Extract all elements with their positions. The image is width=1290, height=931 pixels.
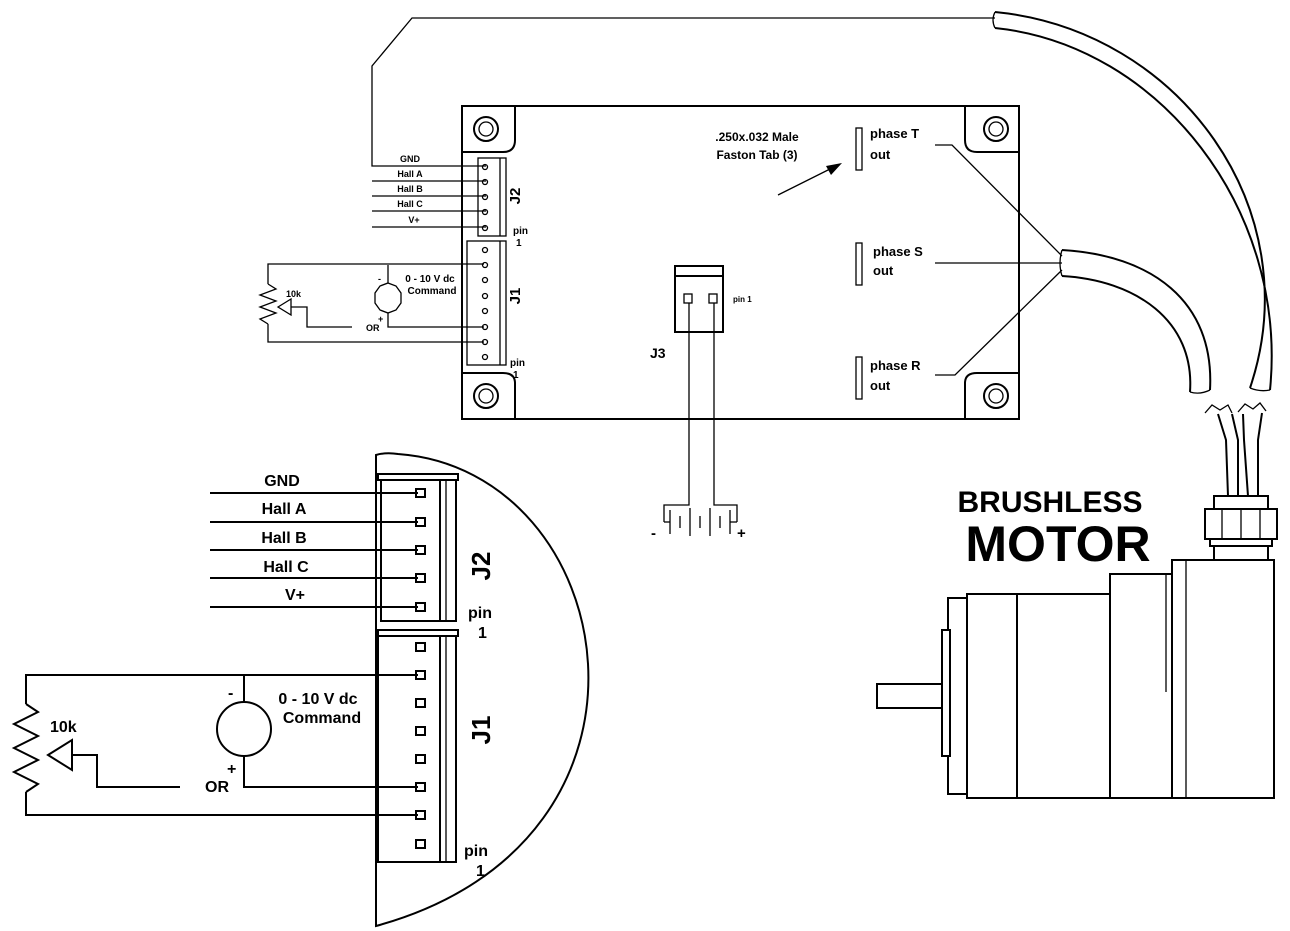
large-plus: +: [227, 761, 236, 778]
j3-label: J3: [650, 345, 666, 361]
controller-board: J2 pin 1 J1 pin 1 phase T out phase S ou…: [461, 105, 1020, 420]
small-j2-label: J2: [507, 188, 524, 205]
small-wire-gnd: GND: [400, 154, 421, 164]
detail-outline: [375, 452, 590, 928]
large-wire-hall-a: Hall A: [262, 501, 307, 518]
phase-t-out-label: out: [870, 147, 891, 162]
faston-label-line1: .250x.032 Male: [715, 130, 799, 144]
large-wire-vplus: V+: [285, 587, 305, 604]
battery-plus-label: +: [737, 525, 746, 542]
motor-title-line2: MOTOR: [965, 516, 1150, 572]
mount-hole-top-right: [964, 105, 1019, 153]
hall-cable: [992, 11, 1273, 392]
large-wire-hall-b: Hall B: [261, 530, 306, 547]
phase-s-out-label: out: [873, 263, 894, 278]
small-j1-pin-label: pin: [510, 358, 525, 369]
large-pot-label: 10k: [50, 719, 77, 736]
large-cmd-line2: Command: [283, 710, 361, 727]
j3-connector: [674, 265, 724, 333]
large-cmd-line1: 0 - 10 V dc: [278, 691, 357, 708]
phase-s-label: phase S: [873, 244, 923, 259]
small-j1-pin-number: 1: [513, 370, 519, 381]
faston-arrow-head: [826, 163, 842, 175]
small-pot-label: 10k: [286, 289, 302, 299]
faston-callout-arrow: [777, 167, 833, 196]
faston-tab-t: [855, 127, 863, 171]
small-j2-connector: [477, 157, 507, 237]
large-j2-label: J2: [466, 552, 496, 581]
small-or: OR: [366, 323, 380, 333]
large-j1-pin-number: 1: [476, 863, 485, 880]
phase-r-out-label: out: [870, 378, 891, 393]
motor-title-line1: BRUSHLESS: [957, 486, 1142, 519]
large-j1-pin-label: pin: [464, 843, 488, 860]
faston-label-line2: Faston Tab (3): [716, 148, 797, 162]
phase-r-label: phase R: [870, 358, 921, 373]
small-wire-hall-c: Hall C: [397, 199, 423, 209]
small-cmd-line1: 0 - 10 V dc: [405, 274, 455, 285]
j3-pin1-label: pin 1: [733, 295, 752, 304]
mount-hole-bottom-left: [462, 372, 516, 420]
brushless-motor: [876, 412, 1278, 799]
small-hall-wires: [371, 17, 995, 228]
small-j2-pin-number: 1: [516, 238, 522, 249]
faston-tab-s: [855, 242, 863, 286]
large-command-circuit: [11, 674, 418, 816]
large-j2-pin-label: pin: [468, 605, 492, 622]
battery-wires: [663, 303, 738, 522]
large-hall-wires: [210, 492, 418, 608]
large-or: OR: [205, 779, 229, 796]
small-plus: +: [378, 314, 383, 324]
small-j2-pin-label: pin: [513, 226, 528, 237]
large-wire-hall-c: Hall C: [263, 559, 309, 576]
small-cmd-line2: Command: [408, 286, 457, 297]
large-j2-pin-number: 1: [478, 625, 487, 642]
mount-hole-bottom-right: [964, 372, 1019, 420]
large-j1-label: J1: [466, 716, 496, 745]
large-wire-gnd: GND: [264, 473, 300, 490]
cable-break-ends: [1204, 402, 1267, 414]
small-wire-hall-b: Hall B: [397, 184, 423, 194]
large-j2-connector: [377, 473, 459, 622]
phase-t-label: phase T: [870, 126, 919, 141]
small-command-circuit: [258, 263, 484, 343]
phase-cable: [1059, 249, 1212, 394]
small-wire-hall-a: Hall A: [397, 169, 423, 179]
phase-wires: [935, 144, 1063, 376]
battery-symbol: [664, 508, 737, 536]
large-minus: -: [228, 685, 233, 702]
battery-minus-label: -: [651, 525, 656, 542]
faston-tab-r: [855, 356, 863, 400]
small-j1-label: J1: [507, 288, 524, 305]
small-minus: -: [378, 274, 381, 284]
mount-hole-top-left: [462, 105, 516, 153]
small-j1-connector: [466, 240, 507, 366]
large-j1-connector: [377, 629, 459, 863]
small-wire-vplus: V+: [408, 215, 419, 225]
